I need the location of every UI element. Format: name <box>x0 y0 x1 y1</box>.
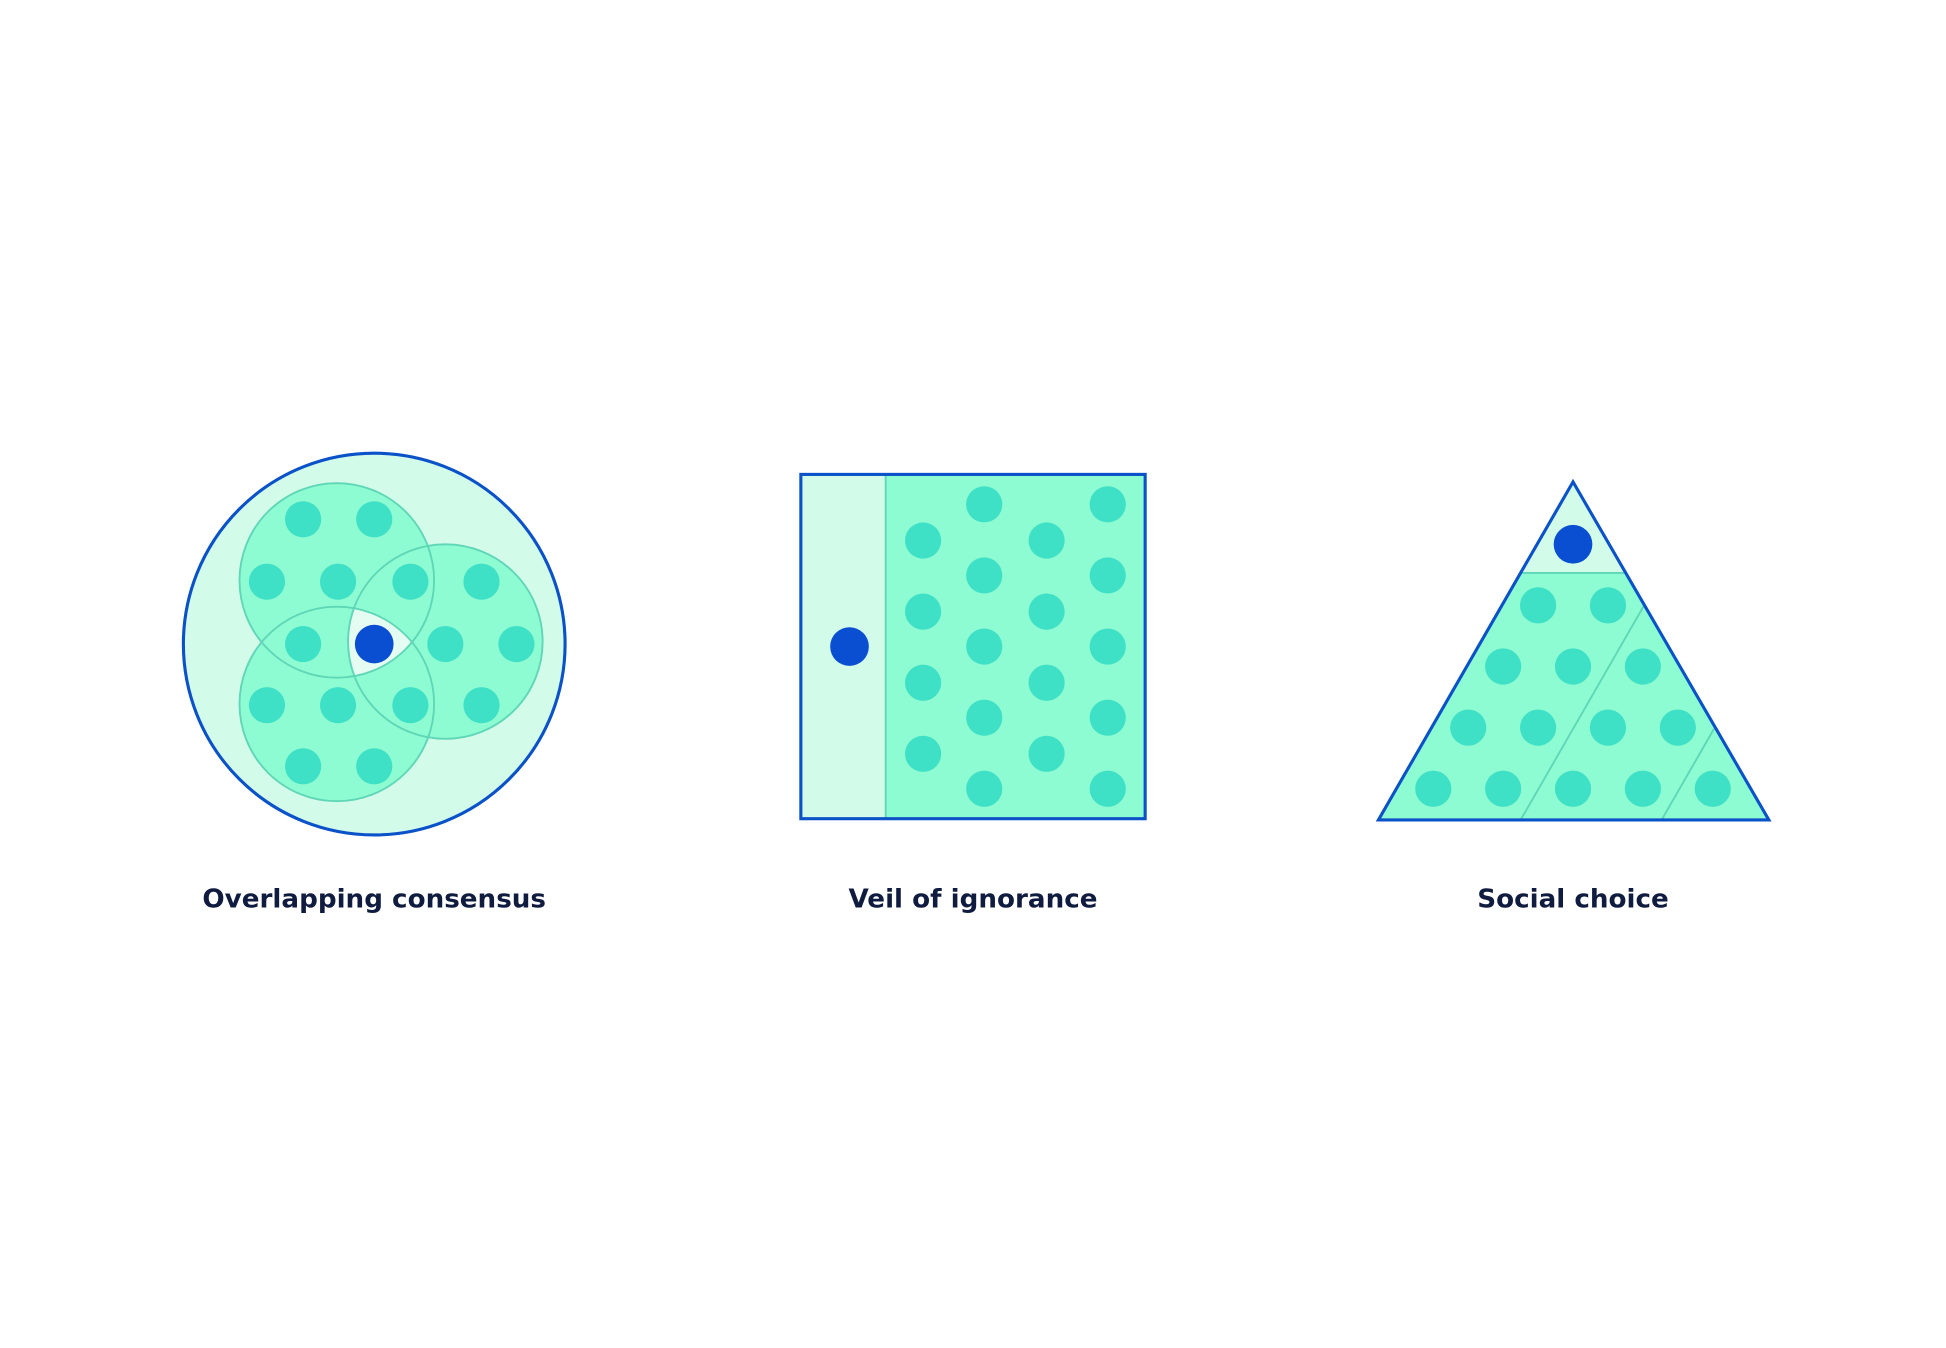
member-dot <box>1520 709 1557 746</box>
member-dots <box>905 486 1126 807</box>
member-dot <box>966 628 1003 665</box>
member-dot <box>319 687 357 724</box>
member-dot <box>248 687 286 724</box>
member-dot <box>1520 587 1557 624</box>
member-dot <box>392 687 429 724</box>
member-dot <box>392 563 429 600</box>
member-dot <box>285 501 322 538</box>
member-dot <box>498 625 535 663</box>
member-dot <box>1089 699 1126 736</box>
highlight-dot <box>830 627 869 666</box>
member-dot <box>1450 709 1487 746</box>
group-circle-outlines <box>238 482 544 803</box>
member-dot <box>966 486 1003 523</box>
member-dot <box>427 625 464 663</box>
member-dot <box>905 522 942 559</box>
member-dot <box>1589 709 1627 746</box>
veil-of-ignorance-diagram: Veil of ignorance <box>799 472 1147 914</box>
member-dots <box>248 501 535 785</box>
member-dot <box>1089 770 1126 807</box>
member-dot <box>463 687 500 724</box>
overlapping-consensus-diagram: Overlapping consensus <box>181 451 567 914</box>
member-dot <box>356 748 393 785</box>
diagram-label: Veil of ignorance <box>848 884 1097 914</box>
member-dot <box>1659 709 1696 746</box>
diagram-label: Overlapping consensus <box>202 884 546 914</box>
member-dot <box>1028 522 1065 559</box>
member-dot <box>1554 648 1592 685</box>
member-dot <box>905 735 942 772</box>
member-dot <box>1028 593 1065 630</box>
member-dot <box>1028 664 1065 701</box>
member-dot <box>1089 486 1126 523</box>
member-dot <box>905 664 942 701</box>
member-dot <box>1589 587 1627 624</box>
highlight-dot <box>354 624 394 664</box>
member-dot <box>1624 648 1661 685</box>
member-dot <box>1485 648 1522 685</box>
member-dot <box>1089 557 1126 594</box>
square-outline <box>799 472 1147 821</box>
member-dot <box>463 563 500 600</box>
member-dot <box>285 748 322 785</box>
member-dot <box>285 625 322 663</box>
member-dot <box>1485 770 1522 807</box>
member-dots <box>1415 587 1731 807</box>
member-dot <box>966 770 1003 807</box>
triangle-outline <box>1375 478 1772 822</box>
highlight-dot <box>1553 524 1593 564</box>
member-dot <box>1415 770 1452 807</box>
member-dot <box>966 699 1003 736</box>
diagram-label: Social choice <box>1477 884 1669 914</box>
member-dot <box>1624 770 1661 807</box>
member-dot <box>356 501 393 538</box>
member-dot <box>905 593 942 630</box>
social-choice-diagram: Social choice <box>1375 478 1772 914</box>
member-dot <box>966 557 1003 594</box>
member-dot <box>1694 770 1731 807</box>
member-dot <box>1028 735 1065 772</box>
member-dot <box>248 563 286 600</box>
member-dot <box>319 563 357 600</box>
member-dot <box>1554 770 1592 807</box>
member-dot <box>1089 628 1126 665</box>
